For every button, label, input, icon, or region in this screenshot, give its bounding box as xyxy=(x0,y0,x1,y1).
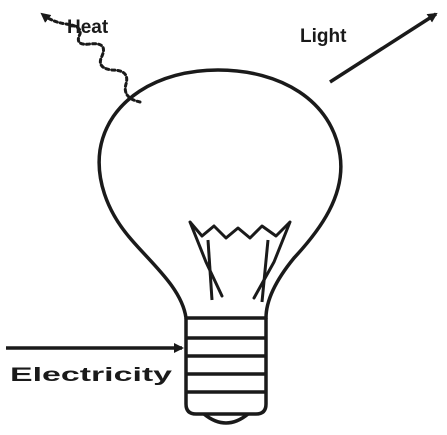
light-arrow xyxy=(330,14,436,82)
filament-zigzag xyxy=(190,222,290,238)
bulb-screw-base xyxy=(186,318,266,423)
light-label: Light xyxy=(300,26,347,47)
bulb-glass-outline xyxy=(99,70,341,318)
filament-right-support xyxy=(262,240,268,302)
heat-label: Heat xyxy=(67,17,109,38)
electricity-label: Electricity xyxy=(10,365,173,386)
